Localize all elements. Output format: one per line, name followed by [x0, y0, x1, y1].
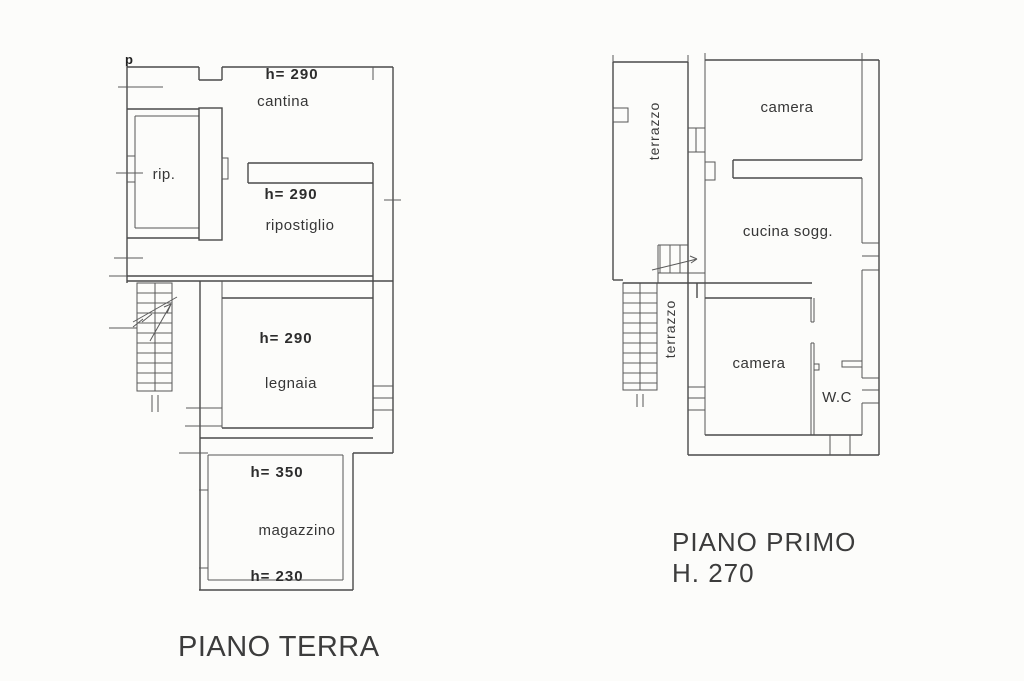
terra-magazzino-walls — [199, 452, 393, 591]
label-legnaia-height: h= 290 — [259, 330, 312, 347]
corner-p-mark: p — [125, 52, 133, 67]
terra-right-window — [373, 385, 393, 411]
label-terrazzo-upper: terrazzo — [646, 102, 662, 161]
primo-terrazzo-upper-walls — [612, 61, 688, 281]
label-cantina-height: h= 290 — [265, 66, 318, 83]
label-rip: rip. — [153, 166, 176, 183]
terra-divider-wall — [247, 162, 374, 428]
primo-outer-walls — [612, 53, 880, 455]
primo-camera-cucina-wall — [732, 159, 862, 179]
label-cucina-soggiorno: cucina sogg. — [743, 223, 833, 240]
terra-staircase — [132, 282, 178, 412]
piano-primo-title: PIANO PRIMO — [672, 527, 856, 557]
primo-left-wall — [687, 60, 716, 455]
label-camera-lower: camera — [732, 355, 785, 372]
label-magazzino-height-bottom: h= 230 — [250, 568, 303, 585]
label-legnaia: legnaia — [265, 375, 317, 392]
piano-terra-plan: p h= 290 cantina rip. h= 290 ripostiglio… — [109, 52, 401, 663]
primo-camera-lower-walls — [623, 282, 879, 456]
label-wc: W.C — [822, 389, 852, 406]
terra-outer-walls — [126, 66, 394, 453]
label-terrazzo-lower: terrazzo — [662, 300, 678, 359]
label-camera-upper: camera — [760, 99, 813, 116]
terra-dimension-ticks — [109, 86, 401, 454]
terra-block-bottom-wall — [127, 275, 393, 282]
label-ripostiglio-height: h= 290 — [264, 186, 317, 203]
terra-rip-block — [127, 107, 229, 241]
piano-terra-title: PIANO TERRA — [178, 631, 380, 663]
piano-primo-plan: terrazzo camera cucina sogg. terrazzo ca… — [612, 53, 880, 588]
label-magazzino: magazzino — [258, 522, 335, 539]
label-magazzino-height-top: h= 350 — [250, 464, 303, 481]
piano-primo-height-note: H. 270 — [672, 558, 755, 588]
label-cantina: cantina — [257, 93, 309, 110]
terra-legnaia-walls — [199, 281, 373, 590]
label-ripostiglio: ripostiglio — [266, 217, 335, 234]
